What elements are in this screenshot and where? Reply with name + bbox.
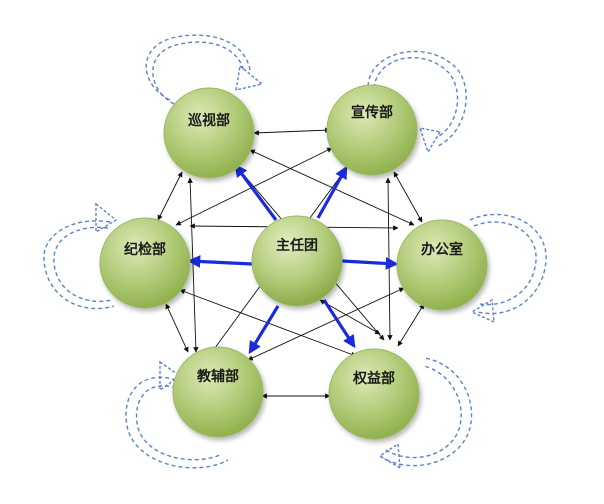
node-label: 纪检部	[124, 241, 166, 258]
node-circle	[172, 346, 264, 438]
link-xuanchuan-quanyi	[385, 177, 393, 341]
node-label: 办公室	[421, 241, 463, 258]
node-xunshi[interactable]: 巡视部	[163, 87, 255, 179]
node-label: 权益部	[352, 370, 395, 387]
link-xunshi-xuanchuan	[253, 127, 331, 136]
cycle-arrow-jiaofu	[125, 360, 229, 469]
cycle-arrow-xunshi	[145, 34, 264, 105]
node-jiaofu[interactable]: 教辅部	[172, 346, 264, 438]
node-circle	[163, 87, 255, 179]
cycle-arrow-quanyi	[378, 357, 473, 470]
node-label: 主任团	[276, 237, 318, 254]
primary-arrow-jiaofu	[248, 305, 280, 355]
cycle-arrow-bangong	[469, 213, 547, 324]
link-xunshi-jiaofu	[187, 177, 199, 353]
node-circle	[251, 215, 343, 307]
cycle-arrow-xuanchuan	[367, 50, 467, 154]
node-circle	[99, 217, 191, 309]
link-center-quanyi-black	[319, 299, 381, 335]
node-circle	[326, 84, 418, 176]
primary-arrow-xunshi	[234, 163, 278, 221]
cycle-arrow-jijian	[43, 202, 118, 310]
primary-arrow-xuanchuan	[316, 165, 348, 219]
node-circle	[396, 219, 488, 311]
nodes: 巡视部 宣传部 纪检部 办公室 教辅部 权益部 主任团	[99, 84, 488, 440]
cycle-arrows	[43, 34, 547, 470]
node-center[interactable]: 主任团	[251, 215, 343, 307]
node-circle	[328, 348, 420, 440]
node-quanyi[interactable]: 权益部	[328, 348, 420, 440]
node-label: 巡视部	[188, 112, 230, 129]
link-xuanchuan-bangong	[393, 171, 423, 223]
link-bangong-quanyi	[397, 303, 425, 347]
link-xunshi-jijian	[157, 171, 183, 221]
link-jijian-jiaofu	[165, 303, 189, 353]
primary-arrow-bangong	[341, 257, 399, 270]
primary-arrow-quanyi	[322, 299, 356, 349]
primary-arrows	[187, 163, 399, 355]
node-label: 教辅部	[197, 368, 239, 385]
node-jijian[interactable]: 纪检部	[99, 217, 191, 309]
primary-arrow-jijian	[187, 255, 253, 268]
node-bangong[interactable]: 办公室	[396, 219, 488, 311]
node-xuanchuan[interactable]: 宣传部	[326, 84, 418, 176]
node-label: 宣传部	[351, 104, 393, 121]
